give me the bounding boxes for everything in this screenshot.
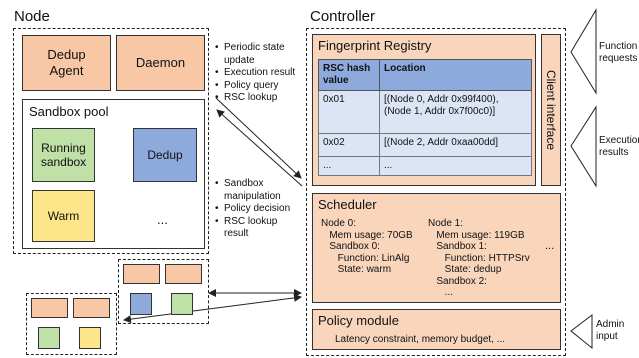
message-periodic-state-update: Periodic state update — [215, 42, 307, 67]
table-cell-location: [(Node 2, Addr 0xaa00dd] — [379, 133, 532, 157]
node-cluster-1 — [118, 259, 209, 324]
dedup-sandbox-box: Dedup — [133, 128, 197, 182]
arrow-node-to-controller — [215, 97, 302, 179]
cluster-1-daemon-box — [165, 264, 202, 284]
sandbox-pool-more: ... — [157, 212, 168, 227]
table-row: ... ... — [318, 156, 532, 176]
sandbox-pool: Sandbox pool Running sandbox Dedup Warm … — [22, 99, 205, 249]
function-requests-label: Function requests — [599, 41, 638, 64]
running-sandbox-box: Running sandbox — [32, 128, 95, 182]
cluster-1-agent-box — [123, 264, 160, 284]
fingerprint-registry: Fingerprint Registry RSC hash value Loca… — [312, 34, 536, 186]
fingerprint-table: RSC hash value Location 0x01 [(Node 0, A… — [318, 59, 532, 176]
table-row: 0x02 [(Node 2, Addr 0xaa00dd] — [318, 133, 532, 157]
scheduler-title: Scheduler — [318, 197, 377, 212]
table-cell-hash: 0x01 — [318, 90, 380, 134]
arrow-execution-results — [570, 105, 597, 188]
admin-input-label: Admin input — [596, 319, 625, 342]
daemon-box: Daemon — [116, 35, 205, 91]
message-execution-result: Execution result — [215, 67, 307, 80]
warm-sandbox-box: Warm — [32, 190, 95, 242]
table-row: 0x01 [(Node 0, Addr 0x99f400), (Node 1, … — [318, 90, 532, 134]
message-rsc-lookup: RSC lookup — [215, 92, 307, 105]
message-policy-decision: Policy decision — [215, 203, 301, 216]
table-cell-hash: ... — [318, 156, 380, 176]
scheduler-more: ... — [545, 240, 555, 252]
node-title: Node — [14, 8, 50, 25]
node-container: Dedup Agent Daemon Sandbox pool Running … — [13, 28, 209, 254]
node-cluster-2 — [26, 293, 117, 355]
execution-results-label: Execution results — [599, 135, 639, 158]
cluster-1-running-sandbox — [171, 293, 193, 315]
cluster-1-dedup-sandbox — [130, 293, 152, 315]
policy-module-title: Policy module — [318, 313, 399, 328]
message-rsc-lookup-result: RSC lookup result — [215, 216, 301, 241]
arrow-admin-input — [570, 313, 593, 350]
table-header-rsc-hash: RSC hash value — [318, 59, 380, 91]
table-cell-location: ... — [379, 156, 532, 176]
message-sandbox-manipulation: Sandbox manipulation — [215, 178, 301, 203]
policy-module-text: Latency constraint, memory budget, ... — [335, 334, 506, 345]
client-interface: Client interface — [541, 34, 561, 186]
controller-container: Fingerprint Registry RSC hash value Loca… — [306, 28, 566, 356]
scheduler: Scheduler Node 0: Mem usage: 70GB Sandbo… — [312, 193, 561, 303]
message-policy-query: Policy query — [215, 80, 307, 93]
policy-module: Policy module Latency constraint, memory… — [312, 309, 561, 350]
sandbox-pool-title: Sandbox pool — [29, 104, 109, 119]
dedup-agent-box: Dedup Agent — [22, 35, 111, 91]
table-cell-hash: 0x02 — [318, 133, 380, 157]
table-header-location: Location — [379, 59, 532, 91]
controller-title: Controller — [310, 8, 376, 25]
cluster-2-daemon-box — [73, 298, 110, 318]
fingerprint-registry-title: Fingerprint Registry — [318, 38, 432, 53]
messages-down-list: Sandbox manipulation Policy decision RSC… — [215, 178, 301, 241]
cluster-2-agent-box — [31, 298, 68, 318]
cluster-2-running-sandbox — [38, 327, 60, 349]
messages-up-list: Periodic state update Execution result P… — [215, 42, 307, 105]
client-interface-label: Client interface — [544, 69, 558, 151]
table-cell-location: [(Node 0, Addr 0x99f400), (Node 1, Addr … — [379, 90, 532, 134]
arrow-controller-to-node — [216, 109, 303, 187]
scheduler-node1-status: Node 1: Mem usage: 119GB Sandbox 1: Func… — [428, 218, 530, 298]
cluster-2-warm-sandbox — [79, 327, 101, 349]
arrow-function-requests — [570, 8, 597, 95]
scheduler-node0-status: Node 0: Mem usage: 70GB Sandbox 0: Funct… — [321, 218, 413, 275]
